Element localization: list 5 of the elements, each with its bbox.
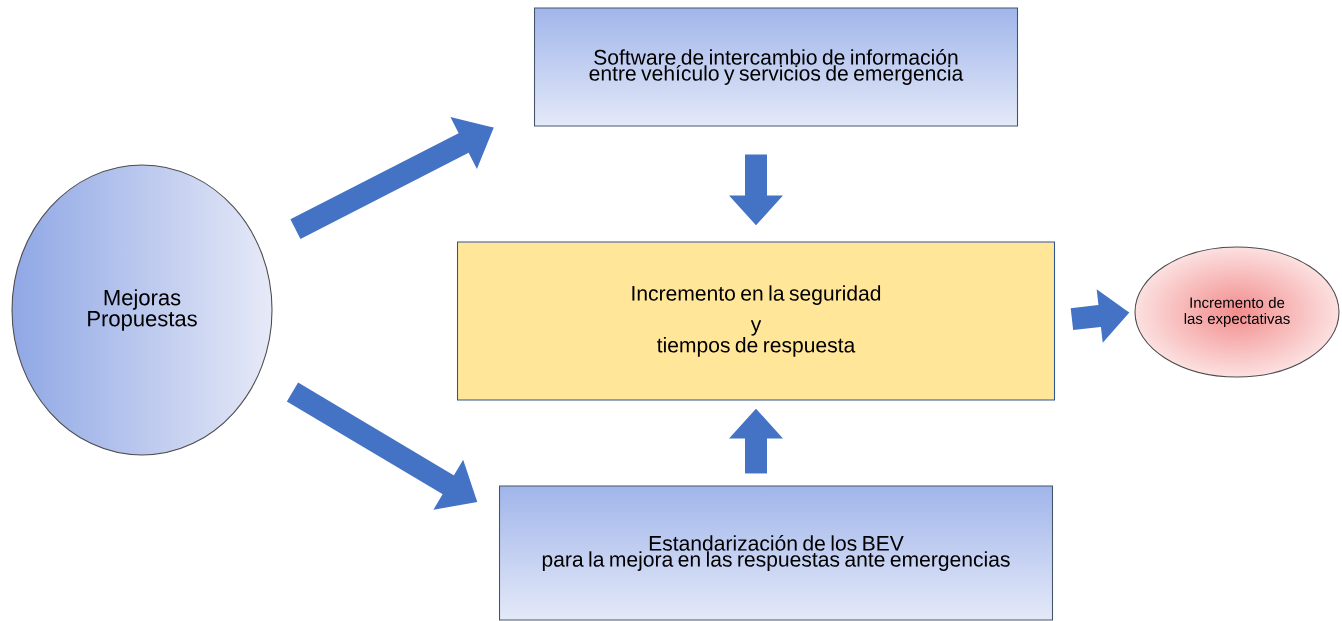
process-box: Estandarización de los BEV para la mejora en las respuestas ante emergencias bbox=[498, 485, 1054, 621]
outcome-oval: Incremento de las expectativas bbox=[1134, 246, 1340, 378]
result-box: Incremento en la seguridad y tiempos de respuesta bbox=[456, 241, 1056, 401]
oval: Mejoras Propuestas bbox=[11, 164, 273, 456]
process-box: Software de intercambio de información entre vehículo y servicios de emergencia bbox=[533, 7, 1019, 127]
